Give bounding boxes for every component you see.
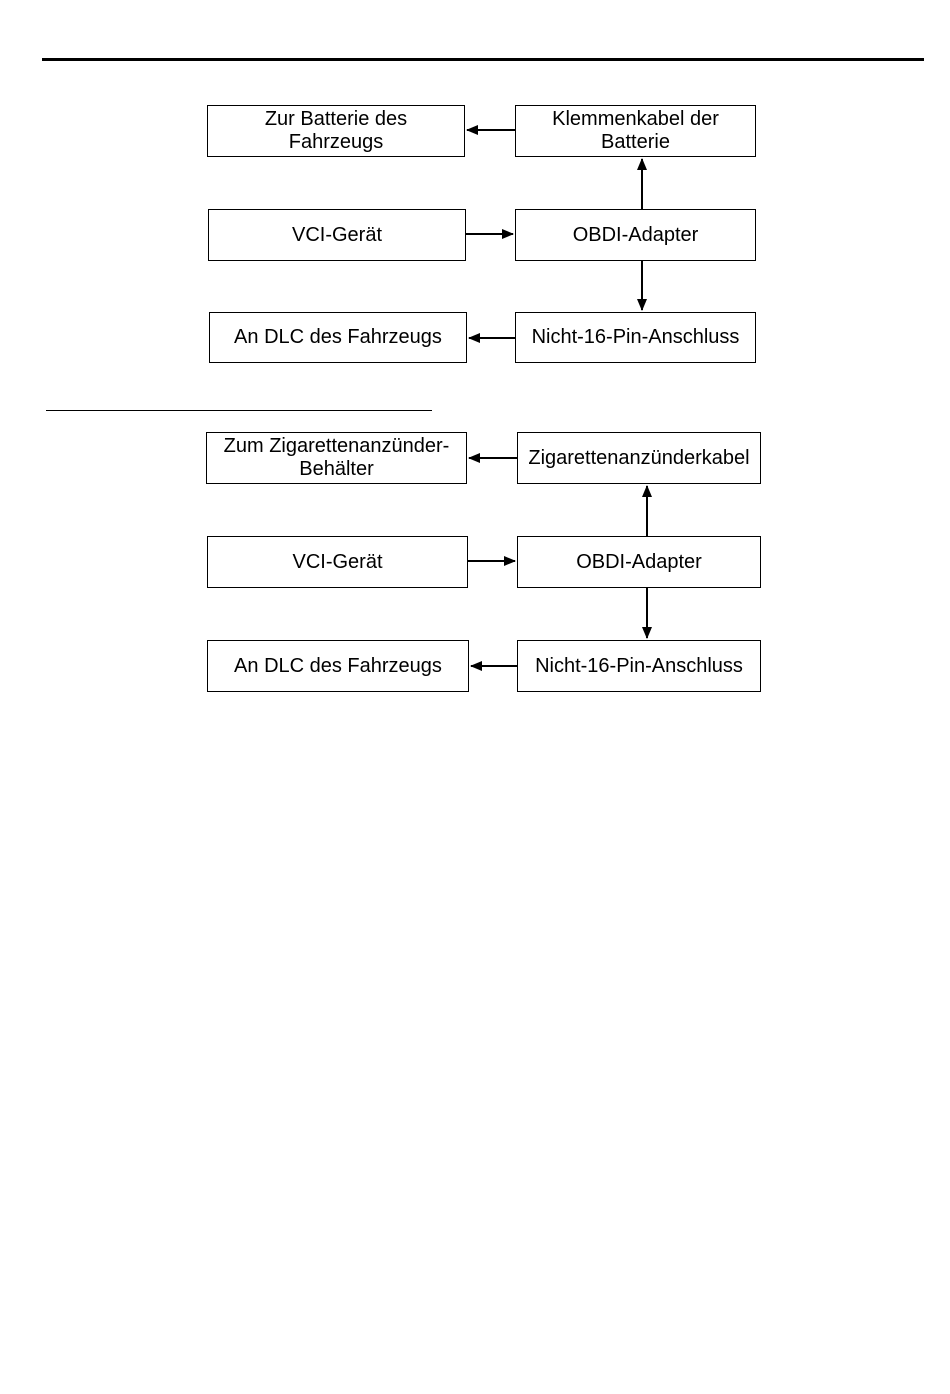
connector-arrows	[0, 0, 950, 1394]
